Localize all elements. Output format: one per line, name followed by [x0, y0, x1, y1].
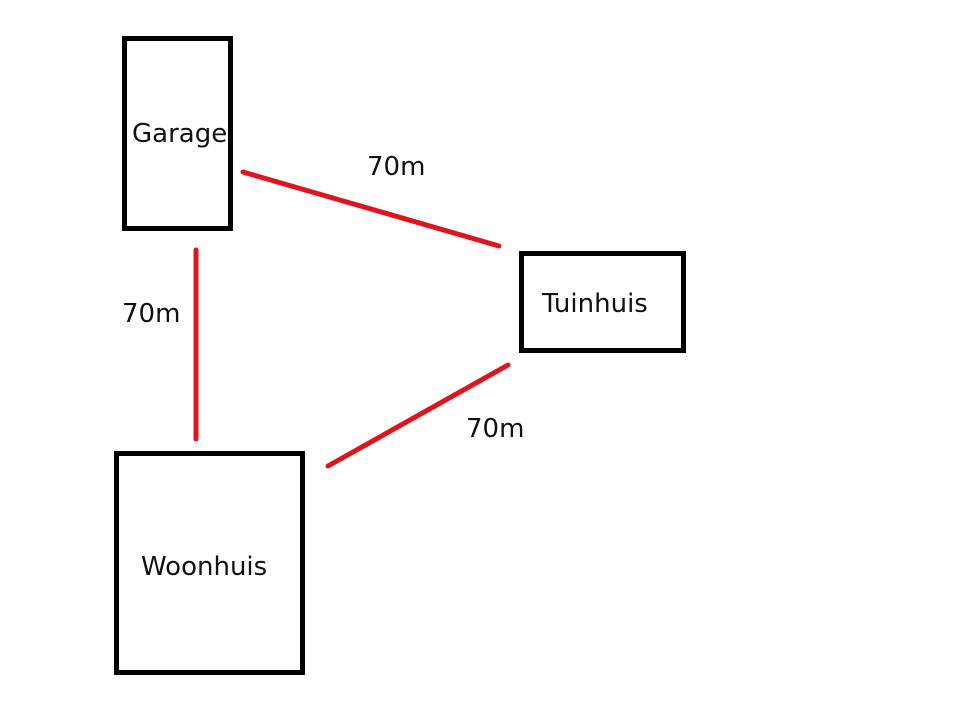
- edge-woonhuis-tuinhuis: [325, 362, 511, 469]
- node-garage: Garage: [122, 36, 233, 231]
- edge-label-garage-tuinhuis: 70m: [367, 152, 426, 182]
- edge-label-garage-woonhuis: 70m: [122, 299, 181, 329]
- edge-label-woonhuis-tuinhuis: 70m: [466, 414, 525, 444]
- node-label-garage: Garage: [132, 119, 228, 149]
- node-tuinhuis: Tuinhuis: [519, 251, 686, 353]
- edge-garage-tuinhuis: [240, 169, 502, 249]
- node-label-tuinhuis: Tuinhuis: [542, 289, 648, 319]
- node-label-woonhuis: Woonhuis: [141, 552, 268, 582]
- node-woonhuis: Woonhuis: [114, 451, 305, 675]
